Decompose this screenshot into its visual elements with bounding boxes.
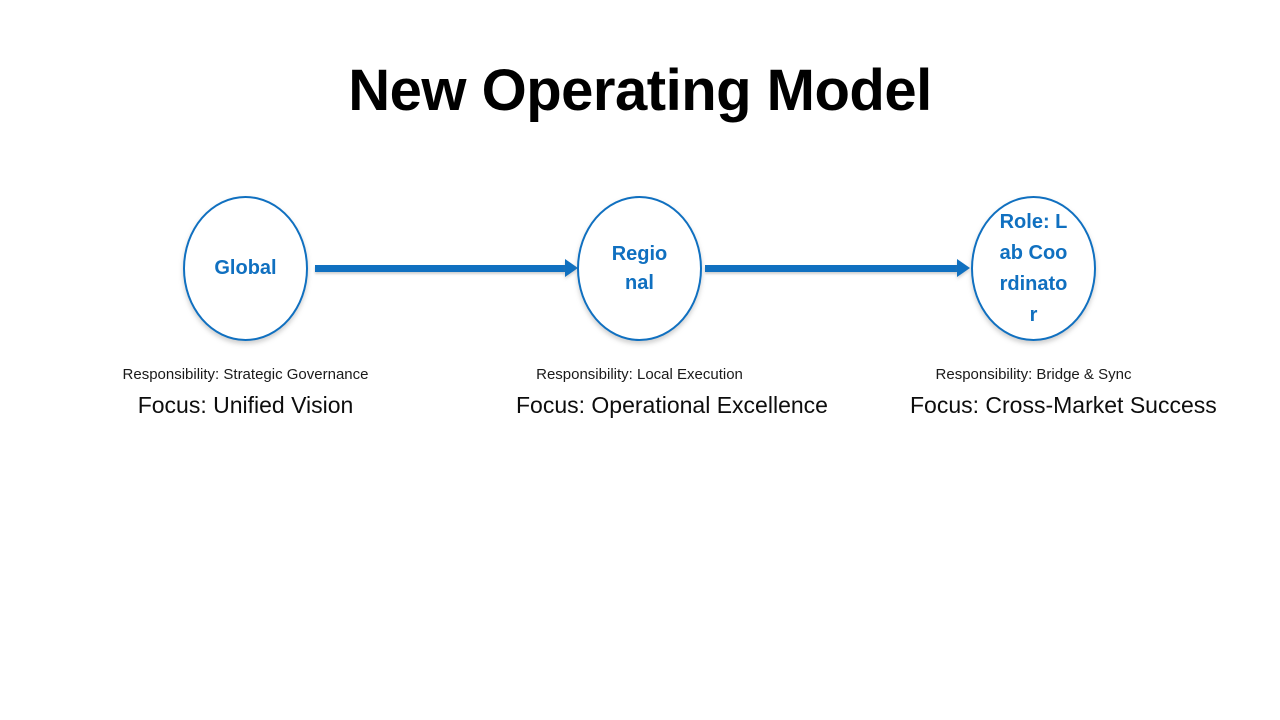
node-captions-global: Responsibility: Strategic Governance Foc… <box>122 365 369 420</box>
node-responsibility-regional: Responsibility: Local Execution <box>536 366 743 383</box>
node-captions-lab-coordinator: Responsibility: Bridge & Sync Focus: Cro… <box>910 365 1217 420</box>
node-circle-regional[interactable]: Regional <box>577 196 702 341</box>
node-circle-lab-coordinator[interactable]: Role: Lab Coordinator <box>971 196 1096 341</box>
node-responsibility-global: Responsibility: Strategic Governance <box>122 366 369 383</box>
node-label-global: Global <box>214 257 277 279</box>
node-captions-regional: Responsibility: Local Execution Focus: O… <box>516 365 828 420</box>
diagram-node-lab-coordinator[interactable]: Role: Lab Coordinator Responsibility: Br… <box>910 196 1217 420</box>
page-title: New Operating Model <box>348 58 932 123</box>
diagram-node-regional[interactable]: Regional Responsibility: Local Execution… <box>516 196 828 420</box>
node-focus-regional: Focus: Operational Excellence <box>516 392 828 419</box>
node-focus-global: Focus: Unified Vision <box>137 392 354 419</box>
node-label-regional: Regional <box>611 242 668 294</box>
node-focus-lab-coordinator: Focus: Cross-Market Success <box>910 392 1217 419</box>
diagram-node-global[interactable]: Global Responsibility: Strategic Governa… <box>122 196 369 420</box>
node-label-lab-coordinator: Role: Lab Coordinator <box>999 210 1068 326</box>
node-circle-global[interactable]: Global <box>183 196 308 341</box>
node-responsibility-lab-coordinator: Responsibility: Bridge & Sync <box>935 366 1132 383</box>
